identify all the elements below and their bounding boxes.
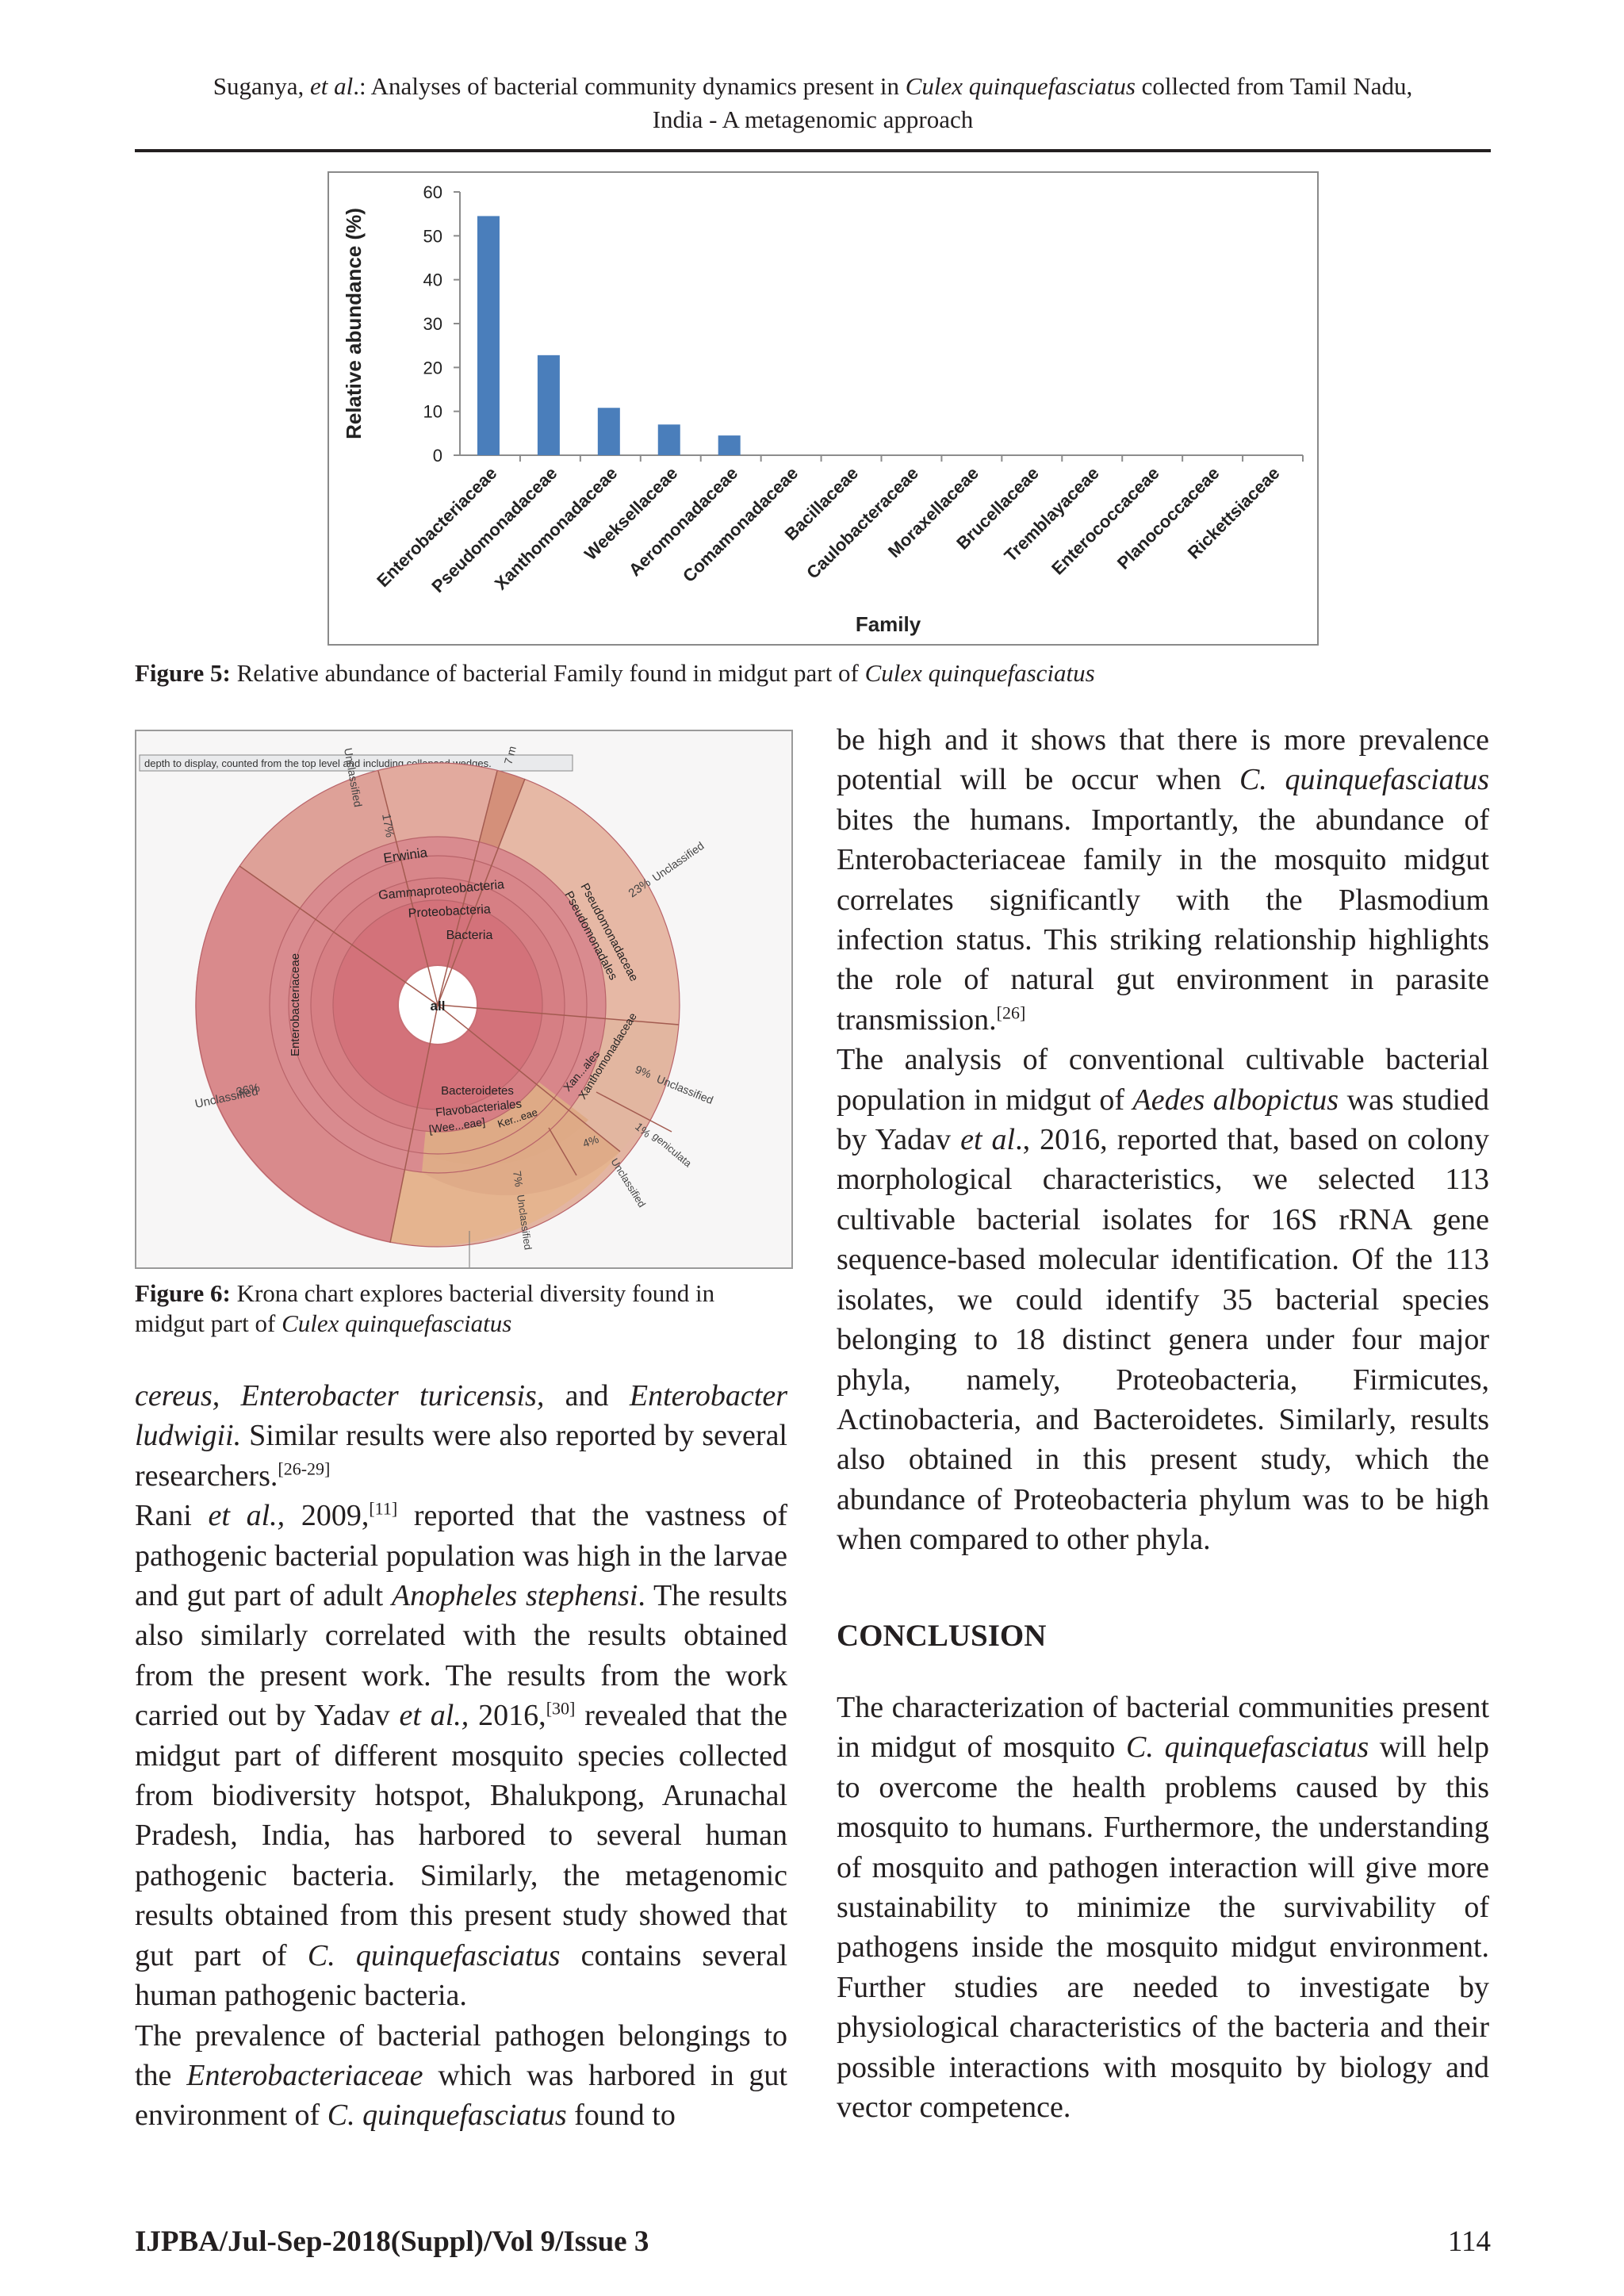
krona-svg: depth to display, counted from the top l… [139,745,715,1267]
right-paragraph-2: The analysis of conventional cultivable … [837,1043,1489,1557]
label-geniculata: geniculata [650,1130,695,1170]
figure-6-caption-line-1: Figure 6: Krona chart explores bacterial… [135,1279,715,1307]
y-tick-label: 0 [433,446,442,466]
y-tick-label: 10 [423,402,442,422]
section-heading-conclusion: CONCLUSION [837,1619,1047,1653]
x-tick-label: Enterococcaceae [1048,463,1163,579]
y-tick-label: 30 [423,314,442,334]
left-paragraph-1: cereus, Enterobacter turicensis, and Ent… [135,1379,787,1493]
label-pct-7m: 7 m [501,745,518,766]
y-tick-label: 50 [423,226,442,246]
label-unclassified-4: Unclassified [608,1156,648,1209]
krona-center-label: all [431,999,446,1014]
label-proteobacteria: Proteobacteria [408,903,491,920]
bar-aeromonadaceae [718,435,741,455]
x-tick-label: Aeromonadaceae [625,463,741,580]
conclusion-paragraph: The characterization of bacterial commun… [837,1691,1489,2125]
bar-chart-svg: 0102030405060EnterobacteriaceaePseudomon… [342,182,1304,636]
x-tick-label: Caulobacteraceae [802,463,922,583]
label-pct-9: 9% [634,1063,653,1080]
label-bacteroidetes: Bacteroidetes [441,1084,514,1098]
conclusion-text: The characterization of bacterial commun… [837,1688,1489,2127]
left-column-text: cereus, Enterobacter turicensis, and Ent… [135,1376,787,2136]
bar-weeksellaceae [657,424,680,455]
label-pct-7: 7% [511,1170,526,1187]
x-tick-label: Enterobacteriaceae [373,463,500,591]
bar-enterobacteriaceae [477,216,500,455]
x-tick-label: Planococcaceae [1113,463,1224,573]
x-tick-label: Comamonadaceae [679,463,802,586]
running-header: Suganya, et al.: Analyses of bacterial c… [135,70,1491,136]
right-paragraph-1: be high and it shows that there is more … [837,723,1489,1037]
header-rule [135,149,1491,152]
figure-6-krona-chart: depth to display, counted from the top l… [135,730,793,1269]
label-unclassified-23: Unclassified [650,839,707,884]
right-column-text: be high and it shows that there is more … [837,720,1489,1560]
label-enterobacteriaceae: Enterobacteriaceae [289,953,302,1056]
header-line-1: Suganya, et al.: Analyses of bacterial c… [213,72,1413,100]
bar-xanthomonadaceae [597,408,620,455]
figure-5-caption: Figure 5: Relative abundance of bacteria… [135,659,1095,687]
bar-pseudomonadaceae [537,355,560,455]
y-tick-label: 20 [423,358,442,378]
x-axis-title: Family [856,612,921,636]
y-tick-label: 40 [423,270,442,290]
label-pct-17: 17% [379,813,396,839]
label-pct-36: 36% [235,1081,261,1099]
label-pct-4: 4% [581,1133,600,1150]
figure-6-caption: Figure 6: Krona chart explores bacterial… [135,1278,793,1339]
footer-journal: IJPBA/Jul-Sep-2018(Suppl)/Vol 9/Issue 3 [135,2225,649,2258]
left-paragraph-3: The prevalence of bacterial pathogen bel… [135,2018,787,2133]
label-bacteria: Bacteria [446,929,493,942]
left-paragraph-2: Rani et al., 2009,[11] reported that the… [135,1498,788,2013]
figure-6-caption-line-2: midgut part of Culex quinquefasciatus [135,1309,512,1337]
y-tick-label: 60 [423,182,442,202]
header-line-2: India - A metagenomic approach [652,105,974,133]
footer-page-number: 114 [1447,2225,1491,2258]
y-axis-title: Relative abundance (%) [342,208,366,439]
